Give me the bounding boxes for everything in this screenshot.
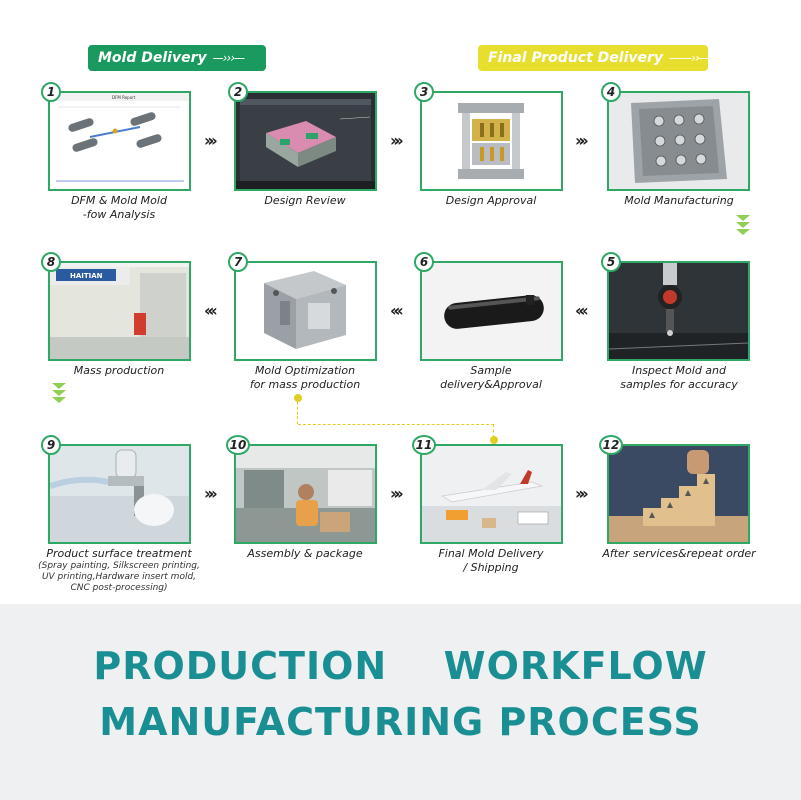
chevron-right-icon: »»: [575, 131, 588, 150]
step-2-caption-line-1: Design Review: [264, 194, 346, 207]
haitian-label: HAITIAN: [70, 272, 103, 280]
step-5-number: 5: [601, 252, 621, 272]
chevron-right-icon: »»: [204, 131, 217, 150]
step-2-caption: Design Review: [220, 194, 390, 208]
final-product-delivery-pill: Final Product Delivery ——››——: [478, 45, 722, 71]
step-9-caption: Product surface treatment: [34, 547, 204, 561]
step-5-image-cmm-inspection: [607, 261, 750, 361]
step-7-number: 7: [228, 252, 248, 272]
arrow-right-icon: ——››——: [669, 51, 722, 65]
step-1-number: 1: [41, 82, 61, 102]
step-9-sub-line-2: UV printing,Hardware insert mold,: [41, 572, 197, 582]
step-10-caption: Assembly & package: [220, 547, 390, 561]
step-1-image-dfm-analysis: DFM Report: [48, 91, 191, 191]
headline-band: [0, 604, 801, 800]
step-3-number: 3: [414, 82, 434, 102]
step-3-caption-line-1: Design Approval: [445, 194, 537, 207]
step-4-caption-line-1: Mold Manufacturing: [624, 194, 734, 207]
step-5-caption-line-1: Inspect Mold and: [631, 364, 726, 377]
step-9-image-spray-gun: [48, 444, 191, 544]
chevron-left-icon: ««: [204, 301, 217, 320]
step-9-caption-line-1: Product surface treatment: [46, 547, 192, 560]
step-10-image-assembly: [234, 444, 377, 544]
chevron-down-icon: [52, 383, 66, 404]
mold-delivery-label: Mold Delivery: [98, 50, 207, 66]
step-9-sub-line-1: (Spray painting, Silkscreen printing,: [38, 561, 200, 571]
mold-delivery-pill: Mold Delivery ---›››---: [88, 45, 266, 71]
step-6-number: 6: [414, 252, 434, 272]
step-7-caption: Mold Optimization for mass production: [220, 364, 390, 392]
step-9-subcaption: (Spray painting, Silkscreen printing, UV…: [29, 561, 209, 594]
step-10-caption-line-1: Assembly & package: [247, 547, 363, 560]
step-11-caption-line-2: / Shipping: [463, 561, 519, 574]
step-4-number: 4: [601, 82, 621, 102]
step-12-image-growth-blocks: [607, 444, 750, 544]
step-3-caption: Design Approval: [406, 194, 576, 208]
headline-manufacturing-process: MANUFACTURING PROCESS: [99, 700, 702, 744]
dashed-connector-horizontal: [298, 424, 494, 425]
step-8-number: 8: [41, 252, 61, 272]
step-6-caption: Sample delivery&Approval: [406, 364, 576, 392]
step-1-caption: DFM & Mold Mold -fow Analysis: [34, 194, 204, 222]
chevron-left-icon: ««: [390, 301, 403, 320]
step-11-image-shipping: [420, 444, 563, 544]
step-11-number: 11: [412, 435, 436, 455]
step-6-caption-line-2: delivery&Approval: [440, 378, 542, 391]
step-5-caption: Inspect Mold and samples for accuracy: [594, 364, 764, 392]
step-5-caption-line-2: samples for accuracy: [620, 378, 738, 391]
dashed-arrow-icon: ---›››---: [212, 51, 245, 65]
step-2-image-design-review: [234, 91, 377, 191]
step-7-caption-line-2: for mass production: [249, 378, 361, 391]
step-12-caption: After services&repeat order: [594, 547, 764, 561]
step-2-number: 2: [228, 82, 248, 102]
final-product-delivery-label: Final Product Delivery: [488, 50, 664, 66]
step-6-caption-line-1: Sample: [470, 364, 512, 377]
step-11-caption: Final Mold Delivery / Shipping: [406, 547, 576, 575]
step-9-number: 9: [41, 435, 61, 455]
step-8-image-injection-machine: HAITIAN: [48, 261, 191, 361]
step-3-image-mold-design: [420, 91, 563, 191]
step-6-image-sample-part: [420, 261, 563, 361]
chevron-right-icon: »»: [575, 484, 588, 503]
step-7-image-mold-optimization: [234, 261, 377, 361]
dfm-report-label: DFM Report: [112, 95, 136, 100]
headline-production-workflow: PRODUCTION WORKFLOW: [93, 644, 708, 688]
step-1-caption-line-1: DFM & Mold Mold: [71, 194, 167, 207]
top-band: [0, 0, 801, 40]
chevron-left-icon: ««: [575, 301, 588, 320]
step-4-image-mold-manufacturing: [607, 91, 750, 191]
step-1-caption-line-2: -fow Analysis: [82, 208, 156, 221]
step-11-caption-line-1: Final Mold Delivery: [438, 547, 544, 560]
step-12-caption-line-1: After services&repeat order: [602, 547, 756, 560]
dashed-connector-vertical-1: [297, 402, 298, 424]
step-9-sub-line-3: CNC post-processing): [70, 583, 168, 593]
step-12-number: 12: [599, 435, 623, 455]
connector-dot-end: [490, 436, 498, 444]
step-10-number: 10: [226, 435, 250, 455]
chevron-right-icon: »»: [390, 131, 403, 150]
chevron-right-icon: »»: [390, 484, 403, 503]
dashed-connector-vertical-2: [493, 424, 494, 438]
connector-dot-start: [294, 394, 302, 402]
step-4-caption: Mold Manufacturing: [594, 194, 764, 208]
step-8-caption: Mass production: [34, 364, 204, 378]
step-7-caption-line-1: Mold Optimization: [254, 364, 356, 377]
chevron-right-icon: »»: [204, 484, 217, 503]
chevron-down-icon: [736, 215, 750, 236]
step-8-caption-line-1: Mass production: [73, 364, 165, 377]
